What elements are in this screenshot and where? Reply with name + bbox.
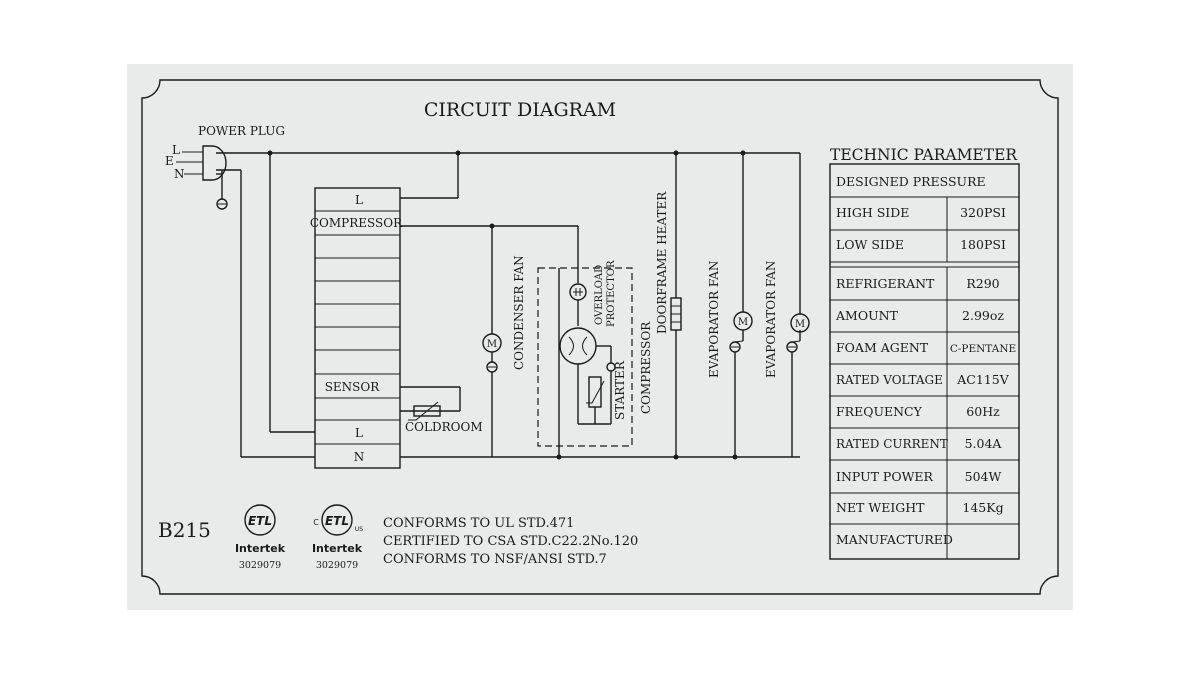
- param-value: R290: [966, 276, 999, 291]
- param-rows: HIGH SIDE 320PSI LOW SIDE 180PSI REFRIGE…: [835, 205, 1016, 547]
- terminal-sensor-label: SENSOR: [325, 380, 381, 394]
- param-value: 60Hz: [966, 404, 1000, 419]
- etl-logo-1-number: 3029079: [239, 560, 281, 571]
- evaporator-fan-2-motor-symbol: M: [795, 319, 805, 330]
- param-label: NET WEIGHT: [836, 500, 925, 515]
- param-value: 320PSI: [960, 205, 1006, 220]
- param-value: 145Kg: [962, 500, 1003, 515]
- param-label: INPUT POWER: [836, 469, 934, 484]
- param-label: FOAM AGENT: [836, 340, 929, 355]
- param-label: RATED CURRENT: [836, 437, 948, 451]
- plug-pin-l: L: [172, 143, 180, 157]
- param-label: LOW SIDE: [836, 237, 904, 252]
- etl-logo-2: ETL C US Intertek 3029079: [312, 504, 363, 571]
- plate-background: [127, 64, 1073, 610]
- starter-icon: [586, 376, 605, 424]
- param-label: FREQUENCY: [836, 404, 923, 419]
- etl-logo-2-mark: ETL: [325, 514, 349, 528]
- condenser-fan-label: CONDENSER FAN: [512, 255, 526, 370]
- plug-pin-e: E: [165, 154, 174, 168]
- etl-logo-2-number: 3029079: [316, 560, 358, 571]
- etl-logo-1: ETL Intertek 3029079: [235, 504, 286, 571]
- param-value: C-PENTANE: [950, 343, 1016, 355]
- param-label: RATED VOLTAGE: [836, 373, 943, 387]
- terminal-compressor-label: COMPRESSOR: [310, 216, 403, 230]
- coldroom-label: COLDROOM: [405, 420, 483, 434]
- conformance-line-2: CERTIFIED TO CSA STD.C22.2No.120: [383, 534, 638, 549]
- ground-icon: [216, 170, 228, 210]
- doorframe-heater-label: DOORFRAME HEATER: [655, 191, 669, 334]
- overload-protector-icon: [569, 283, 587, 326]
- etl-logo-2-left: C: [313, 518, 319, 527]
- param-value: 2.99oz: [962, 308, 1004, 323]
- etl-logo-1-brand: Intertek: [235, 542, 286, 555]
- terminal-block: [314, 187, 401, 469]
- conformance-line-3: CONFORMS TO NSF/ANSI STD.7: [383, 552, 607, 567]
- evaporator-fan-1-label: EVAPORATOR FAN: [707, 261, 721, 378]
- param-label: REFRIGERANT: [836, 276, 935, 291]
- compressor-label: COMPRESSOR: [639, 321, 653, 414]
- evaporator-fan-2-motor-icon: M: [786, 313, 810, 353]
- terminal-l-label: L: [355, 426, 363, 440]
- compressor-enclosure: [537, 267, 633, 447]
- plate-border: [141, 79, 1059, 595]
- param-label: HIGH SIDE: [836, 205, 909, 220]
- power-plug-icon: [176, 145, 227, 181]
- etl-logo-2-right: US: [355, 526, 363, 533]
- param-label: MANUFACTURED: [836, 532, 953, 547]
- etl-logo-1-mark: ETL: [248, 514, 272, 528]
- etl-logo-2-brand: Intertek: [312, 542, 363, 555]
- terminal-l-top-label: L: [355, 193, 363, 207]
- evaporator-fan-2-label: EVAPORATOR FAN: [764, 261, 778, 378]
- wiring: [216, 150, 801, 460]
- param-header: DESIGNED PRESSURE: [836, 174, 986, 189]
- model-number: B215: [158, 518, 211, 542]
- evaporator-fan-1-motor-icon: M: [729, 311, 753, 353]
- evaporator-fan-1-motor-symbol: M: [738, 317, 748, 328]
- param-value: 180PSI: [960, 237, 1006, 252]
- parameters-title: TECHNIC PARAMETER: [830, 146, 1018, 164]
- terminal-n-label: N: [354, 450, 365, 464]
- param-value: 504W: [965, 469, 1002, 484]
- overload-label-line1: OVERLOAD: [594, 265, 605, 325]
- overload-label-line2: PROTECTOR: [606, 260, 617, 327]
- parameters-table: [829, 163, 1020, 560]
- heater-icon: [670, 297, 682, 331]
- param-label: AMOUNT: [835, 308, 899, 323]
- thermistor-icon: [408, 401, 441, 421]
- power-plug-label: POWER PLUG: [198, 124, 285, 138]
- condenser-fan-motor-symbol: M: [487, 339, 497, 350]
- diagram-title: CIRCUIT DIAGRAM: [424, 99, 616, 121]
- plug-pin-n: N: [174, 167, 185, 181]
- param-value: AC115V: [956, 372, 1009, 387]
- condenser-fan-motor-icon: M: [482, 333, 502, 373]
- conformance-line-1: CONFORMS TO UL STD.471: [383, 516, 574, 531]
- param-value: 5.04A: [965, 436, 1003, 451]
- starter-label: STARTER: [613, 360, 627, 420]
